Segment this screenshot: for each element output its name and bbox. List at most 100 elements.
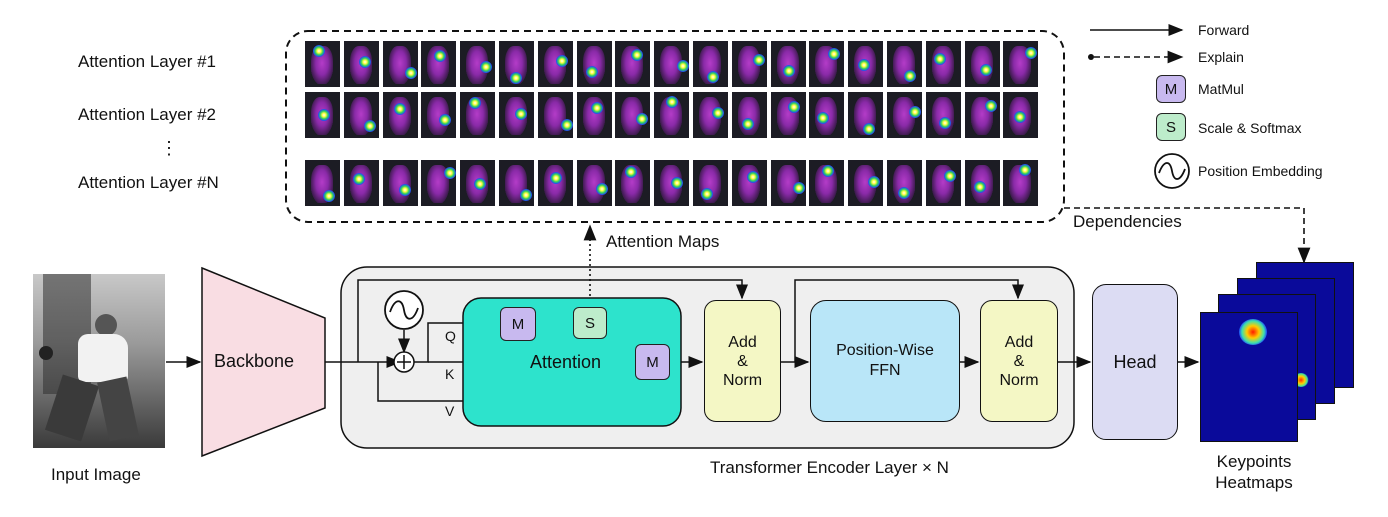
attention-maps-label: Attention Maps (606, 232, 720, 251)
attention-map-thumbnail (537, 160, 573, 206)
attention-map-thumbnail (809, 160, 845, 206)
ffn-line-2: FFN (869, 362, 901, 379)
attention-map-thumbnail (615, 160, 651, 206)
attention-map-thumbnail (654, 41, 690, 87)
attention-map-thumbnail (499, 41, 534, 87)
attention-map-thumbnail (421, 160, 457, 206)
scale-softmax-block: S (573, 307, 607, 339)
attention-map-thumbnail (576, 160, 612, 206)
position-wise-ffn-block: Position-Wise FFN (810, 300, 960, 422)
attention-map-thumbnail (964, 41, 1000, 87)
attention-map-thumbnail (693, 160, 728, 206)
attention-map-thumbnail (537, 41, 573, 87)
add-norm-block-1: Add & Norm (704, 300, 781, 422)
attention-map-thumbnail (537, 92, 573, 138)
input-image (33, 274, 165, 448)
k-label: K (445, 366, 455, 382)
backbone-shape (201, 266, 326, 458)
row-label-layer-1: Attention Layer #1 (78, 52, 216, 71)
attention-map-thumbnail (343, 92, 379, 138)
attention-map-thumbnail (576, 41, 612, 87)
attention-map-thumbnail (499, 160, 534, 206)
legend-matmul: MatMul (1198, 81, 1244, 97)
legend-matmul-icon: M (1156, 75, 1186, 103)
matmul-block-1: M (500, 307, 536, 341)
input-image-label: Input Image (51, 465, 141, 484)
attention-map-thumbnail (925, 41, 961, 87)
attention-map-thumbnail (770, 160, 806, 206)
attention-label: Attention (530, 352, 602, 372)
attention-map-thumbnail (382, 160, 418, 206)
attention-map-thumbnail (731, 41, 767, 87)
legend-scale-softmax: Scale & Softmax (1198, 120, 1302, 136)
add-norm-1-line-2: & (737, 352, 748, 370)
attention-map-thumbnail (731, 160, 767, 206)
attention-map-thumbnail (343, 41, 379, 87)
add-norm-1-line-3: Norm (722, 371, 763, 389)
row-label-layer-2: Attention Layer #2 (78, 105, 216, 124)
attention-map-thumbnail (848, 41, 884, 87)
backbone-label: Backbone (214, 351, 295, 371)
legend-forward: Forward (1198, 22, 1250, 38)
attention-map-thumbnail (382, 41, 418, 87)
attention-map-thumbnail (499, 92, 534, 138)
add-norm-1-line-1: Add (728, 333, 757, 351)
attention-map-thumbnail (770, 92, 806, 138)
v-label: V (445, 403, 455, 419)
attention-map-thumbnail (460, 92, 496, 138)
attention-map-thumbnail (770, 41, 806, 87)
attention-map-thumbnail (576, 92, 612, 138)
output-label-line-2: Heatmaps (1215, 473, 1293, 492)
attention-panel-border (285, 30, 1065, 223)
attention-map-thumbnail (343, 160, 379, 206)
attention-map-thumbnail (305, 92, 340, 138)
attention-map-thumbnail (654, 160, 690, 206)
legend-scale-icon: S (1156, 113, 1186, 141)
attention-map-thumbnail (421, 41, 457, 87)
attention-map-thumbnail (964, 160, 1000, 206)
add-norm-block-2: Add & Norm (980, 300, 1058, 422)
attention-map-thumbnail (887, 92, 922, 138)
attention-map-thumbnail (925, 160, 961, 206)
legend-position-embedding: Position Embedding (1198, 163, 1323, 179)
add-norm-2-line-1: Add (1004, 333, 1034, 351)
attention-map-thumbnail (421, 92, 457, 138)
dependencies-label: Dependencies (1073, 212, 1182, 231)
attention-map-thumbnail (809, 92, 845, 138)
head-block: Head (1092, 284, 1178, 440)
output-label-line-1: Keypoints (1216, 452, 1292, 471)
row-label-layer-n: Attention Layer #N (78, 173, 219, 192)
attention-map-thumbnail (615, 92, 651, 138)
q-label: Q (445, 328, 456, 344)
attention-map-thumbnail (809, 41, 845, 87)
attention-map-thumbnail (887, 160, 922, 206)
legend-explain: Explain (1198, 49, 1244, 65)
attention-map-thumbnail (1003, 41, 1039, 87)
ffn-line-1: Position-Wise (836, 342, 934, 359)
add-norm-2-line-2: & (1013, 352, 1025, 370)
attention-map-thumbnail (887, 41, 922, 87)
attention-map-thumbnail (305, 41, 340, 87)
attention-map-thumbnail (460, 160, 496, 206)
add-norm-2-line-3: Norm (999, 371, 1039, 389)
heatmap-layer-1 (1200, 312, 1298, 442)
attention-map-thumbnail (731, 92, 767, 138)
attention-map-thumbnail (305, 160, 340, 206)
attention-map-thumbnail (615, 41, 651, 87)
attention-map-thumbnail (848, 160, 884, 206)
attention-map-thumbnail (848, 92, 884, 138)
attention-map-thumbnail (925, 92, 961, 138)
row-label-ellipsis: ⋮ (160, 138, 178, 158)
attention-map-thumbnail (1003, 160, 1039, 206)
attention-map-thumbnail (1003, 92, 1039, 138)
attention-map-thumbnail (654, 92, 690, 138)
attention-map-thumbnail (693, 41, 728, 87)
attention-map-thumbnail (460, 41, 496, 87)
output-label: Keypoints Heatmaps (1204, 450, 1304, 494)
attention-map-thumbnail (964, 92, 1000, 138)
attention-map-thumbnail (693, 92, 728, 138)
encoder-caption: Transformer Encoder Layer × N (710, 458, 949, 477)
attention-map-thumbnail (382, 92, 418, 138)
matmul-block-2: M (635, 344, 670, 380)
